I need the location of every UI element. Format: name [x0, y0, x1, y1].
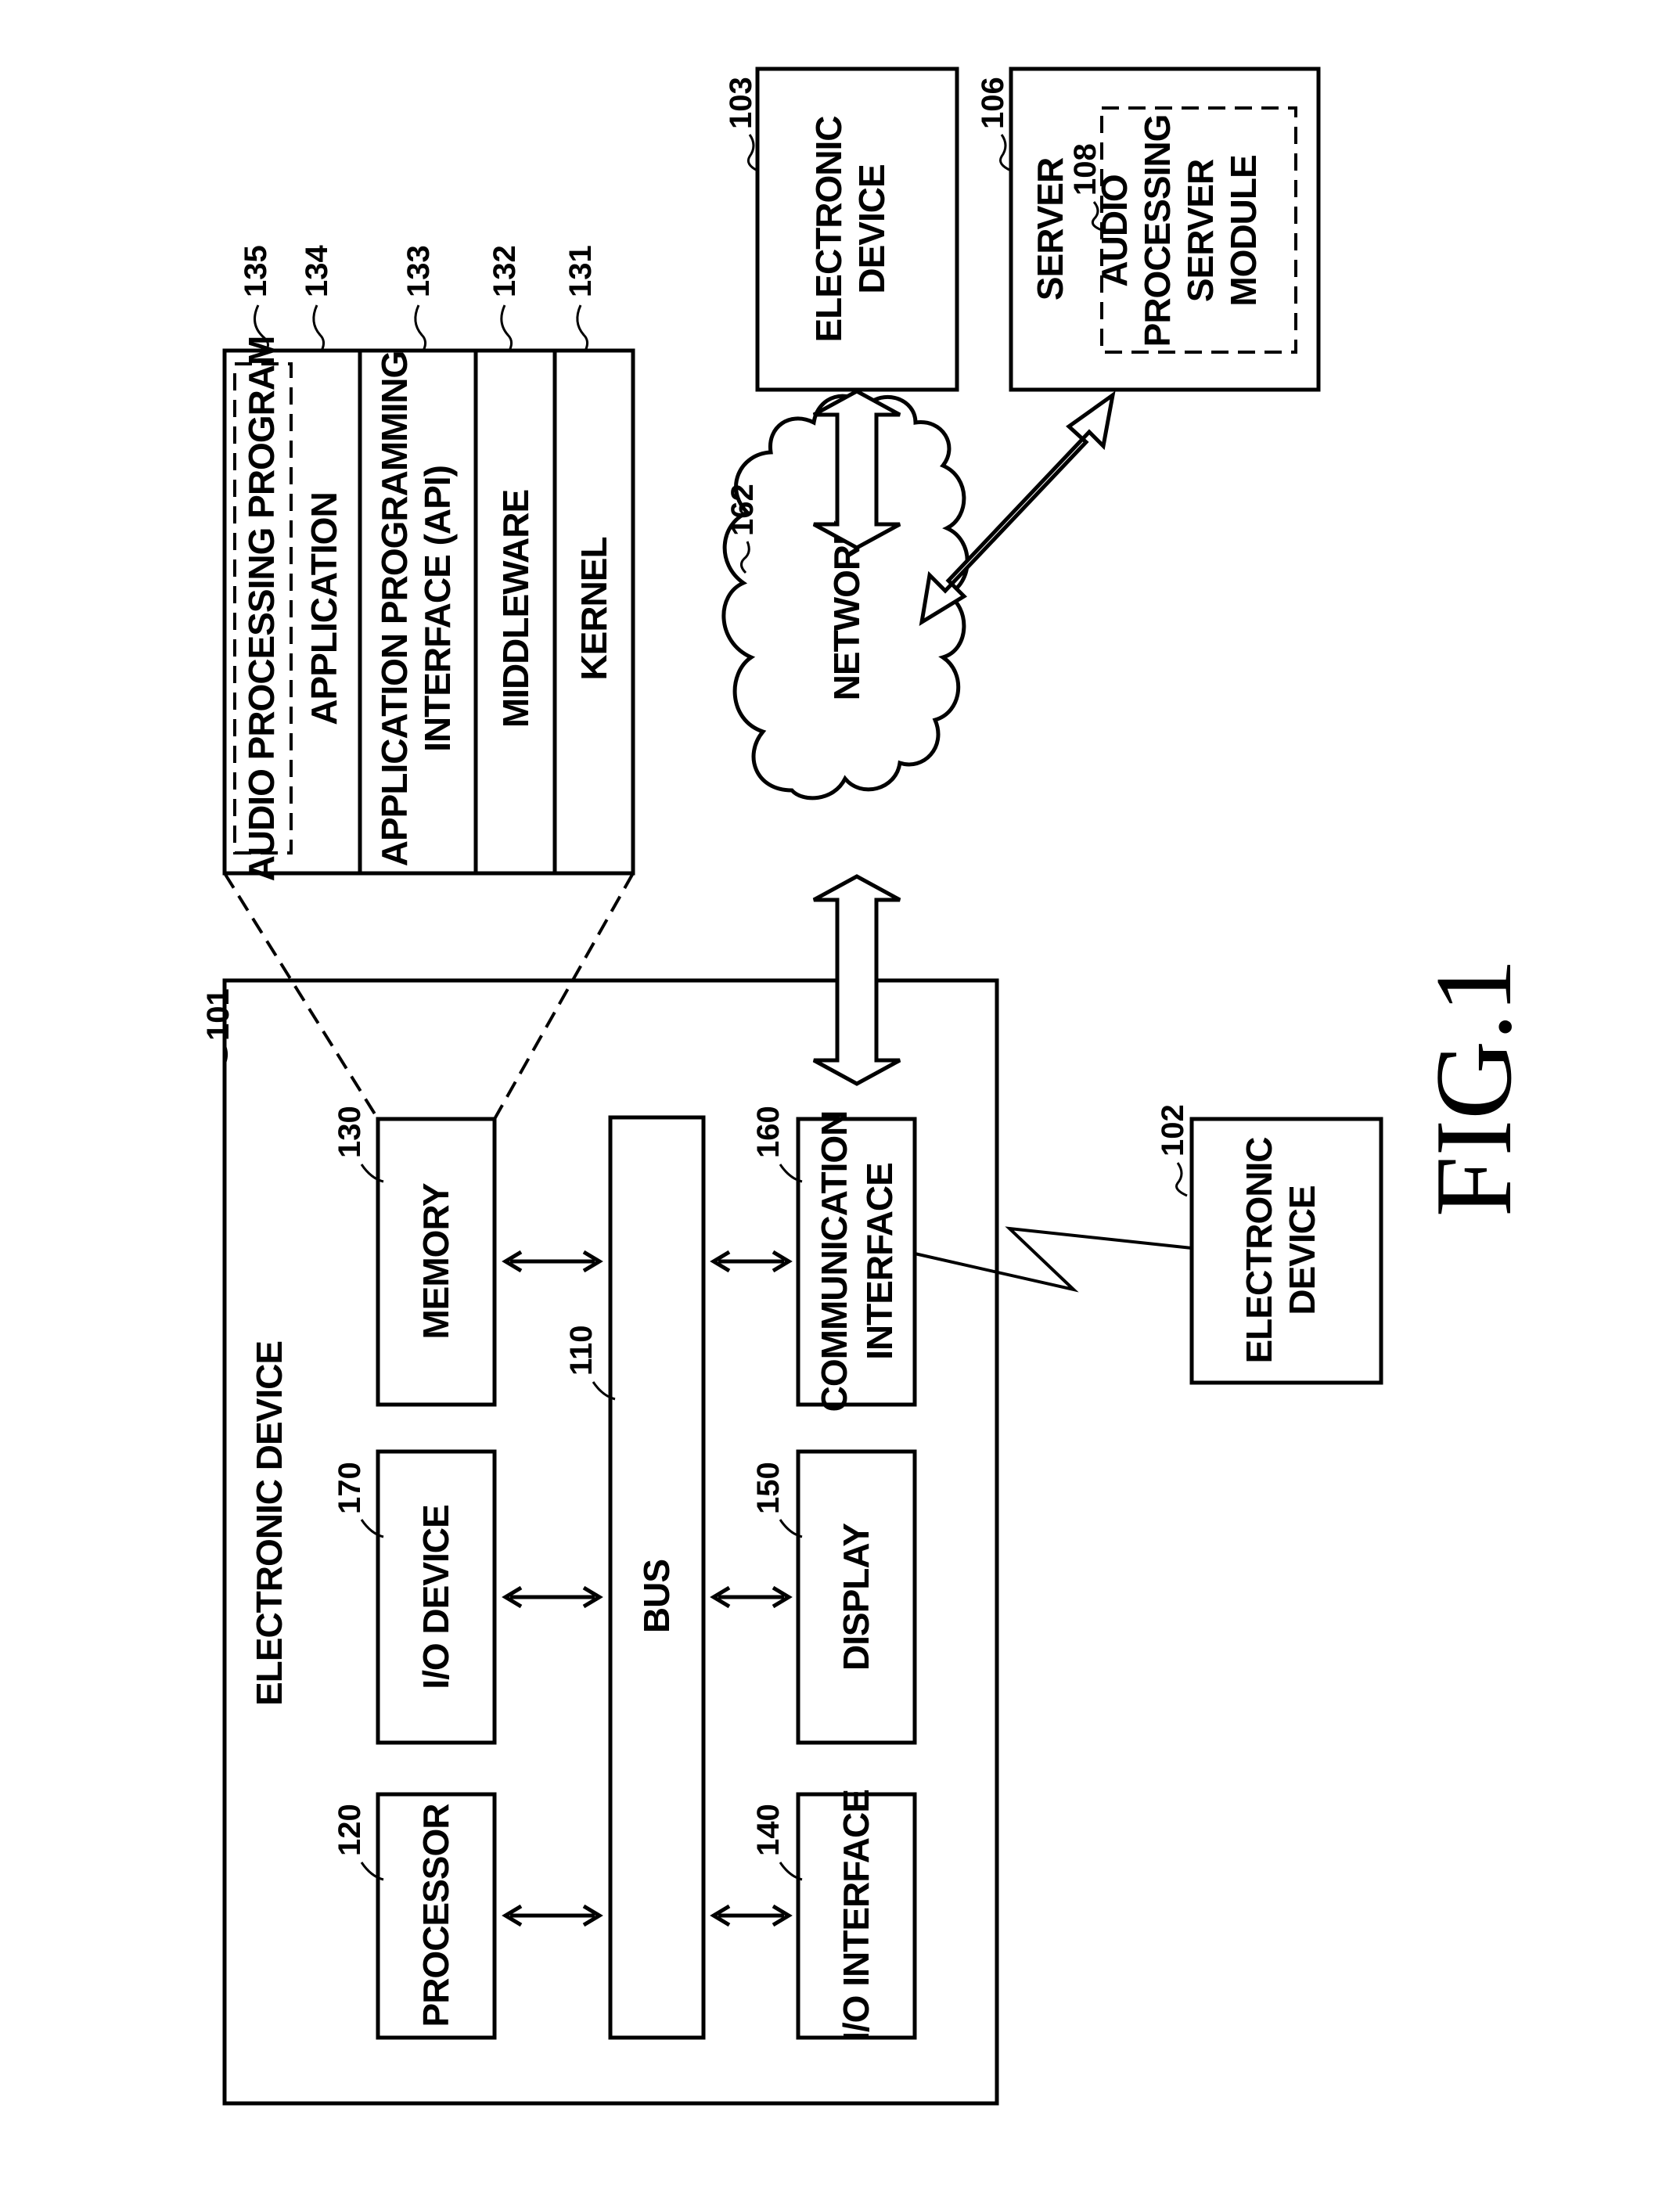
- electronic-device-102-line2: DEVICE: [1282, 1185, 1322, 1315]
- ref-131: 131: [563, 245, 598, 297]
- ref-108: 108: [1068, 143, 1103, 196]
- server-module-line2: PROCESSING: [1137, 115, 1178, 347]
- leader-132: [502, 305, 512, 351]
- leader-134: [314, 305, 324, 351]
- ref-106: 106: [976, 77, 1010, 129]
- electronic-device-102-line1: ELECTRONIC: [1239, 1138, 1279, 1364]
- server-label: SERVER: [1030, 157, 1070, 300]
- leader-131: [577, 305, 588, 351]
- electronic-device-101-title: ELECTRONIC DEVICE: [249, 1341, 290, 1706]
- ref-150: 150: [751, 1462, 786, 1514]
- ref-132: 132: [487, 245, 522, 297]
- figure-caption: FIG.1: [1413, 959, 1534, 1218]
- communication-interface-line1: COMMUNICATION: [814, 1111, 854, 1412]
- ref-110: 110: [564, 1325, 599, 1376]
- ref-102: 102: [1156, 1104, 1190, 1157]
- electronic-device-103-line1: ELECTRONIC: [808, 117, 849, 343]
- ref-130: 130: [333, 1106, 367, 1158]
- api-label-line1: APPLICATION PROGRAMMING: [374, 351, 415, 866]
- kernel-label: KERNEL: [574, 537, 614, 680]
- ref-160: 160: [751, 1106, 786, 1158]
- processor-label: PROCESSOR: [416, 1804, 456, 2027]
- ref-133: 133: [401, 245, 436, 297]
- ref-101: 101: [201, 988, 236, 1041]
- application-label: APPLICATION: [304, 492, 344, 725]
- display-label: DISPLAY: [836, 1524, 876, 1671]
- ref-170: 170: [333, 1462, 367, 1514]
- middleware-label: MIDDLEWARE: [495, 490, 536, 728]
- memory-label: MEMORY: [416, 1183, 456, 1340]
- leader-133: [416, 305, 426, 351]
- ref-120: 120: [333, 1804, 367, 1856]
- ref-135: 135: [239, 245, 273, 297]
- ref-134: 134: [300, 245, 334, 297]
- bus-label: BUS: [636, 1560, 677, 1633]
- io-device-label: I/O DEVICE: [416, 1505, 456, 1689]
- io-interface-label: I/O INTERFACE: [836, 1790, 876, 2042]
- ref-103: 103: [724, 77, 758, 129]
- communication-interface-line2: INTERFACE: [859, 1163, 900, 1360]
- server-module-line3: SERVER: [1180, 159, 1221, 302]
- server-module-line4: MODULE: [1223, 155, 1264, 306]
- leader-102: [1177, 1163, 1188, 1196]
- api-label-line2: INTERFACE (API): [417, 466, 458, 752]
- ref-162: 162: [725, 484, 760, 536]
- ref-140: 140: [751, 1804, 786, 1856]
- audio-processing-program-label: AUDIO PROCESSING PROGRAM: [241, 336, 282, 882]
- electronic-device-103-line2: DEVICE: [851, 164, 892, 293]
